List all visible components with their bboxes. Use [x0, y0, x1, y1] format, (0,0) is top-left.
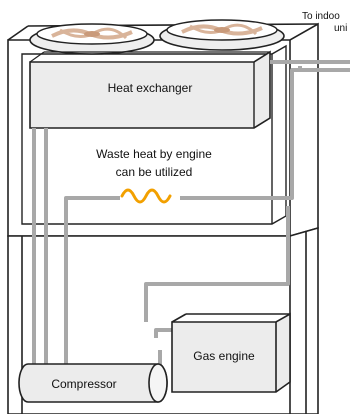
waste-heat-label-line1: Waste heat by engine: [96, 147, 212, 161]
waste-heat-label-line2: can be utilized: [116, 165, 193, 179]
to-indoor-label-line1: To indoo: [302, 11, 340, 22]
to-indoor-label-line2: uni: [334, 23, 347, 34]
gas-engine-label: Gas engine: [193, 349, 255, 363]
compressor-label: Compressor: [51, 377, 116, 391]
fan-icon: [30, 24, 154, 54]
heat-exchanger-label: Heat exchanger: [108, 81, 193, 95]
fan-icon: [160, 20, 284, 50]
